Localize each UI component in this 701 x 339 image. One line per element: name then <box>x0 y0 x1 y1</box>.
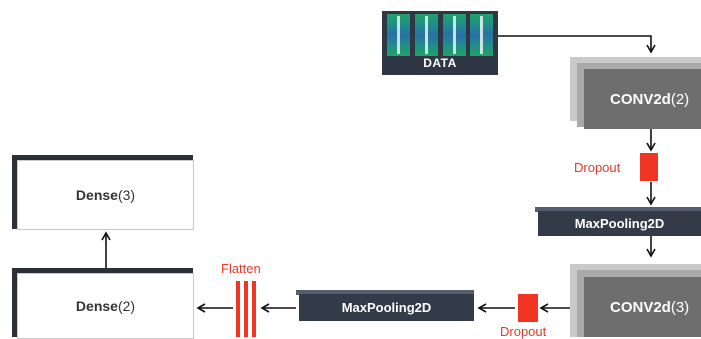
conv-bottom-units: (3) <box>670 298 690 316</box>
data-thumbnail <box>443 14 466 56</box>
dropout-bottom-label: Dropout <box>500 324 547 339</box>
dense-bottom-units: (2) <box>117 298 136 314</box>
maxpool-left-block: MaxPooling2D <box>299 294 474 321</box>
data-thumbnail <box>415 14 438 56</box>
conv-bottom-block: CONV2d(3) <box>584 277 701 337</box>
dense-top-name: Dense <box>75 187 118 203</box>
flatten-bar <box>236 281 240 337</box>
flatten-label: Flatten <box>221 261 261 276</box>
maxpool-left-shadow <box>296 290 474 295</box>
conv-top-block: CONV2d(2) <box>584 69 701 129</box>
conv-top-name: CONV2d <box>610 90 671 108</box>
maxpool-right-shadow <box>535 207 701 212</box>
dense-top-units: (3) <box>117 187 136 203</box>
conv-top-label: CONV2d(2) <box>610 69 689 129</box>
flatten-bar <box>244 281 248 337</box>
conv-top-units: (2) <box>670 90 690 108</box>
dropout-top-label: Dropout <box>574 160 621 175</box>
arrow-data-to-conv <box>498 35 656 54</box>
dropout-bottom-block <box>518 294 538 322</box>
data-label: DATA <box>423 56 457 70</box>
data-thumbnail <box>387 14 410 56</box>
dense-bottom-block: Dense(2) <box>17 273 194 339</box>
conv-bottom-name: CONV2d <box>610 298 671 316</box>
dense-bottom-name: Dense <box>75 298 118 314</box>
conv-bottom-label: CONV2d(3) <box>610 277 689 337</box>
flatten-bar <box>252 281 256 337</box>
dense-top-block: Dense(3) <box>17 160 194 230</box>
data-thumbnail <box>470 14 493 56</box>
data-block: DATA <box>382 11 498 75</box>
maxpool-right-block: MaxPooling2D <box>538 211 701 236</box>
dropout-top-block <box>640 153 658 181</box>
